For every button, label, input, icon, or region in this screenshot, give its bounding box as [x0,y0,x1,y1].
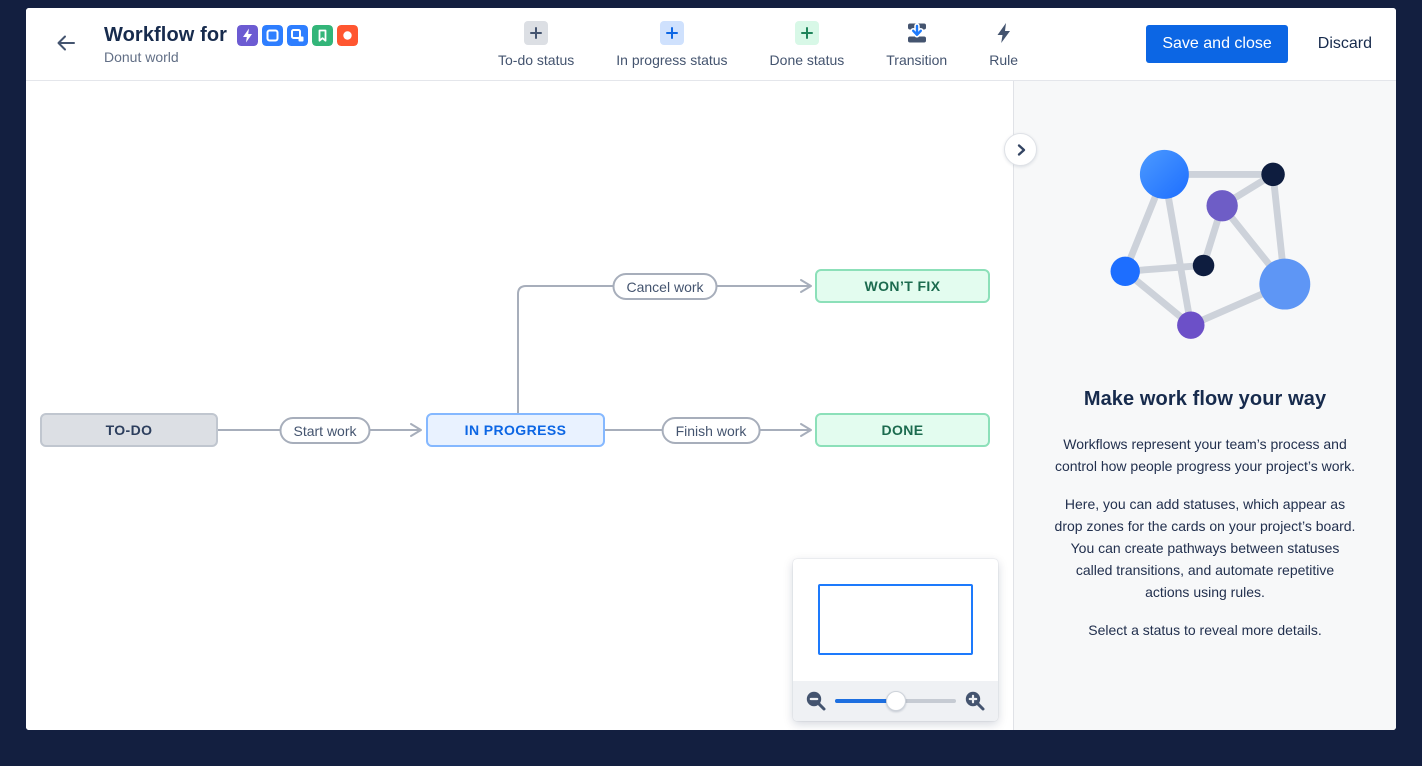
main-area: TO-DO IN PROGRESS DONE WON’T FIX Start w… [26,81,1396,730]
story-icon [312,24,334,46]
transition-label-cancel-work[interactable]: Cancel work [612,273,718,300]
status-node-done[interactable]: DONE [815,413,990,447]
minimap-zoom-bar [793,681,998,721]
magnifier-minus-icon [806,691,826,711]
add-transition-button[interactable]: Transition [886,21,947,68]
status-toolbar: To-do status In progress status Done sta… [498,8,1018,81]
add-inprogress-status-button[interactable]: In progress status [616,21,728,68]
project-name: Donut world [104,48,179,65]
info-panel: Make work flow your way Workflows repres… [1013,81,1396,730]
tool-label: To-do status [498,52,575,68]
panel-heading: Make work flow your way [1083,388,1327,410]
panel-description: Workflows represent your team’s process … [1054,433,1356,641]
tool-label: Rule [989,52,1019,68]
project-issue-type-icons [237,24,359,46]
add-todo-status-button[interactable]: To-do status [498,21,574,68]
zoom-in-button[interactable] [964,690,986,712]
status-node-todo[interactable]: TO-DO [40,413,218,447]
tool-label: Done status [769,52,845,68]
plus-icon [659,21,684,45]
collapse-panel-button[interactable] [1004,133,1037,166]
back-arrow-icon [54,31,78,58]
circle-icon [337,24,359,46]
lightning-icon [237,24,259,46]
add-rule-button[interactable]: Rule [989,21,1018,68]
workflow-canvas[interactable]: TO-DO IN PROGRESS DONE WON’T FIX Start w… [26,81,1013,730]
subtasks-icon [287,24,309,46]
network-graph-illustration [1110,149,1310,339]
header: Workflow for Donut world To-do status [26,8,1396,81]
title-block: Workflow for Donut world [104,23,359,65]
transition-label-finish-work[interactable]: Finish work [661,417,761,444]
minimap[interactable] [793,559,998,721]
header-actions: Save and close Discard [1146,25,1372,63]
back-button[interactable] [50,28,82,60]
plus-icon [794,21,819,45]
panel-paragraph: Workflows represent your team’s process … [1054,436,1356,474]
panel-paragraph: Here, you can add statuses, which appear… [1054,496,1356,600]
save-and-close-button[interactable]: Save and close [1146,25,1288,63]
minimap-viewport-rect[interactable] [818,584,973,655]
transition-label-start-work[interactable]: Start work [279,417,371,444]
zoom-slider-fill [835,699,896,703]
add-done-status-button[interactable]: Done status [769,21,845,68]
chevron-right-icon [1017,143,1025,156]
tool-label: Transition [886,52,948,68]
tool-label: In progress status [616,52,728,68]
workflow-editor-window: Workflow for Donut world To-do status [26,8,1396,730]
magnifier-plus-icon [965,691,985,711]
panel-paragraph: Select a status to reveal more details. [1088,622,1322,638]
zoom-out-button[interactable] [805,690,827,712]
zoom-slider[interactable] [835,691,956,711]
status-node-wont-fix[interactable]: WON’T FIX [815,269,990,303]
status-node-in-progress[interactable]: IN PROGRESS [426,413,605,447]
page-title: Workflow for [104,23,228,46]
discard-button[interactable]: Discard [1317,35,1372,52]
task-icon [262,24,284,46]
plus-icon [524,21,549,45]
rule-lightning-icon [992,21,1016,45]
zoom-slider-handle[interactable] [885,691,906,711]
transition-icon [905,21,929,45]
